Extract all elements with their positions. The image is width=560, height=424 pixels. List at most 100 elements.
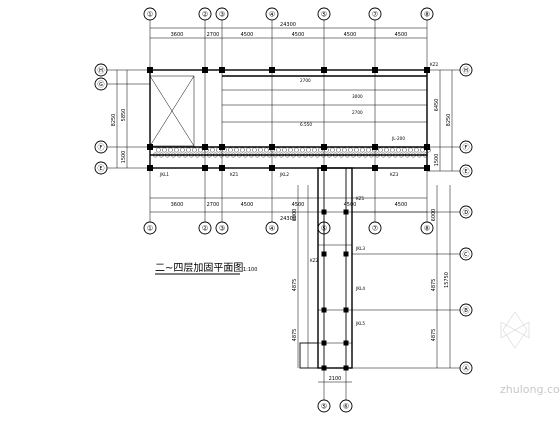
axis-bubble-top-1: ①	[143, 7, 157, 21]
south-wing: KZ1 JKL3 JKL4 JKL5 KZ2	[299, 167, 365, 371]
left-dimensions: 8250 5850 1500	[111, 109, 127, 164]
hatch-mark	[176, 152, 182, 158]
hatch-mark	[404, 152, 410, 158]
svg-text:Ⓔ: Ⓔ	[463, 168, 470, 176]
axis-bubble-wing-5: ⑤	[317, 399, 331, 413]
hatch-mark	[275, 147, 281, 153]
axis-bubble-right-H: Ⓗ	[459, 63, 473, 77]
axis-bubble-wing-D: Ⓓ	[459, 205, 473, 219]
column-mark	[343, 251, 349, 257]
svg-text:⑧: ⑧	[424, 11, 430, 19]
slab-level: 6.550	[300, 122, 312, 127]
svg-text:④: ④	[269, 225, 275, 233]
svg-text:Ⓕ: Ⓕ	[98, 144, 105, 152]
column-mark	[424, 67, 430, 73]
axis-bubble-right-F: Ⓕ	[459, 140, 473, 154]
hatch-mark	[245, 147, 251, 153]
hatch-mark	[185, 147, 191, 153]
axis-bubble-top-4: ④	[265, 7, 279, 21]
hatch-mark	[263, 147, 269, 153]
dim-right-total: 8250	[446, 114, 452, 127]
dim-top-span-4: 4500	[292, 32, 305, 38]
wing-left-dimensions: 6000 4875 4875	[292, 185, 309, 368]
dim-wing-right-3: 4875	[431, 329, 437, 342]
hatch-mark	[386, 152, 392, 158]
dim-bottom-span-3: 4500	[241, 202, 254, 208]
hatch-mark	[182, 152, 188, 158]
hatch-mark	[284, 152, 290, 158]
svg-text:④: ④	[269, 11, 275, 19]
column-mark	[321, 209, 327, 215]
hatch-mark	[296, 152, 302, 158]
axis-bubble-top-3: ③	[215, 7, 229, 21]
dim-wing-right-total: 15750	[444, 272, 450, 288]
hatch-mark	[155, 147, 161, 153]
axis-bubble-bottom-1: ①	[143, 221, 157, 235]
dim-bottom-span-6: 4500	[395, 202, 408, 208]
hatch-mark	[419, 147, 425, 153]
kz-mark-3: KZ3	[390, 172, 399, 177]
hatch-mark	[236, 152, 242, 158]
hatch-mark	[350, 152, 356, 158]
hatch-mark	[305, 147, 311, 153]
hatch-mark	[374, 152, 380, 158]
hatch-mark	[356, 152, 362, 158]
axis-bubble-top-2: ②	[198, 7, 212, 21]
jkl-mark-2: JKL2	[279, 172, 289, 177]
hatch-mark	[413, 147, 419, 153]
axis-bubble-bottom-8: ⑧	[420, 221, 434, 235]
top-dimensions: 24300 3600 2700 4500 4500 4500 4500	[150, 22, 427, 39]
hatch-mark	[167, 147, 173, 153]
column-mark	[321, 67, 327, 73]
dim-top-span-2: 2700	[207, 32, 220, 38]
column-mark	[219, 67, 225, 73]
column-mark	[147, 67, 153, 73]
axis-bubble-left-E: Ⓔ	[94, 161, 108, 175]
hatch-mark	[290, 152, 296, 158]
hatch-mark	[260, 152, 266, 158]
dim-wing-left-3: 4875	[292, 329, 298, 342]
dim-bottom-span-2: 2700	[207, 202, 220, 208]
drawing-title-block: 二~四层加固平面图 1:100	[155, 262, 257, 275]
hatch-mark	[179, 147, 185, 153]
dim-left-span-2: 1500	[121, 151, 127, 164]
hatch-mark	[398, 152, 404, 158]
svg-text:Ⓑ: Ⓑ	[463, 307, 470, 315]
axis-bubble-bottom-7: ⑦	[368, 221, 382, 235]
hatch-mark	[395, 147, 401, 153]
svg-text:⑧: ⑧	[424, 225, 430, 233]
dim-wing-bottom: 2100	[329, 376, 342, 382]
hatch-mark	[254, 152, 260, 158]
axis-bubble-top-5: ⑤	[317, 7, 331, 21]
axis-bubble-wing-B: Ⓑ	[459, 303, 473, 317]
hatch-mark	[335, 147, 341, 153]
jkl-mark-wing-1: JKL3	[355, 246, 365, 251]
wing-annex	[299, 342, 319, 369]
kz-mark-1: KZ1	[230, 172, 239, 177]
axis-bubble-wing-C: Ⓒ	[459, 247, 473, 261]
axis-bubble-left-H: Ⓗ	[94, 63, 108, 77]
slab-mark-2: 3000	[352, 94, 363, 99]
hatch-mark	[188, 152, 194, 158]
hatch-mark	[239, 147, 245, 153]
wing-axis-bubbles: Ⓓ Ⓒ Ⓑ Ⓐ	[459, 205, 473, 375]
stair-zone	[149, 75, 195, 147]
kz-mark-top: KZ2	[430, 62, 439, 67]
hatch-mark	[314, 152, 320, 158]
hatch-mark	[224, 152, 230, 158]
hatch-mark	[170, 152, 176, 158]
wing-bottom-dimensions: 2100	[318, 368, 352, 400]
svg-text:Ⓗ: Ⓗ	[463, 67, 470, 75]
hatch-mark	[326, 152, 332, 158]
hatch-mark	[311, 147, 317, 153]
hatch-mark	[281, 147, 287, 153]
column-mark	[269, 67, 275, 73]
dim-bottom-span-1: 3600	[171, 202, 184, 208]
watermark: zhulong.com	[500, 311, 560, 396]
hatch-mark	[278, 152, 284, 158]
column-mark	[343, 209, 349, 215]
column-mark	[219, 144, 225, 150]
hatch-mark	[338, 152, 344, 158]
